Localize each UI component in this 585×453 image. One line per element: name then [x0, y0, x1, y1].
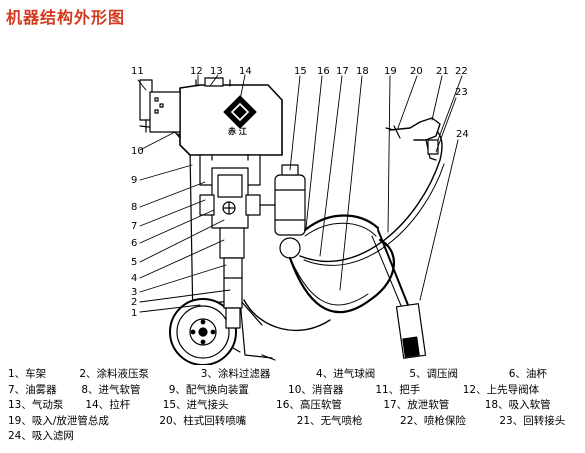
legend-item: 4、进气球阀	[316, 368, 376, 380]
air-motor-part	[149, 77, 283, 156]
machine-structure-diagram: 赤 江 11 12 13 14 15 16 17 18 19 20 21 22 …	[131, 66, 469, 365]
legend-item: 15、进气接头	[162, 399, 229, 411]
callout-8: 8	[131, 202, 137, 213]
parts-legend: 1、车架 2、涂料液压泵 3、涂料过滤器 4、进气球阀 5、调压阀 6、油杯 7…	[8, 367, 580, 445]
legend-item: 12、上先导阀体	[462, 383, 540, 396]
callout-6: 6	[131, 238, 137, 249]
legend-row: 7、油雾器 8、进气软管 9、配气换向装置 10、消音器 11、把手 12、上先…	[8, 383, 580, 399]
pump-body-part	[199, 154, 291, 329]
legend-row: 24、吸入滤网	[8, 429, 580, 445]
legend-item: 14、拉杆	[85, 399, 131, 411]
legend-item: 7、油雾器	[8, 383, 57, 396]
legend-item: 18、吸入软管	[484, 399, 551, 411]
legend-item: 16、高压软管	[276, 399, 342, 411]
callout-2: 2	[131, 297, 137, 308]
legend-item: 13、气动泵	[8, 399, 64, 411]
legend-row: 1、车架 2、涂料液压泵 3、涂料过滤器 4、进气球阀 5、调压阀 6、油杯	[8, 367, 580, 383]
legend-item: 17、放泄软管	[383, 399, 450, 411]
legend-item: 8、进气软管	[81, 383, 141, 396]
callout-9: 9	[131, 175, 137, 186]
callout-3: 3	[131, 287, 137, 298]
brand-logo	[223, 95, 257, 129]
callout-13: 13	[210, 66, 223, 77]
callout-23: 23	[455, 87, 468, 98]
legend-item: 11、把手	[375, 383, 421, 396]
callout-21: 21	[436, 66, 449, 77]
legend-item: 9、配气换向装置	[168, 383, 249, 396]
legend-item: 23、回转接头	[499, 414, 566, 427]
legend-item: 2、涂料液压泵	[79, 368, 150, 380]
hose-assembly	[243, 127, 445, 332]
callout-16: 16	[317, 66, 330, 77]
wheel-part	[169, 298, 237, 365]
callout-17: 17	[336, 66, 349, 77]
legend-item: 24、吸入滤网	[8, 430, 74, 442]
legend-row: 13、气动泵 14、拉杆 15、进气接头 16、高压软管 17、放泄软管 18、…	[8, 398, 580, 414]
callout-18: 18	[356, 66, 369, 77]
callout-19: 19	[384, 66, 397, 77]
legend-item: 3、涂料过滤器	[200, 368, 271, 380]
callout-5: 5	[131, 257, 137, 268]
legend-item: 5、调压阀	[409, 368, 459, 380]
callout-leader-lines	[137, 74, 463, 313]
legend-item: 19、吸入/放泄管总成	[8, 414, 109, 427]
legend-row: 19、吸入/放泄管总成 20、柱式回转喷嘴 21、无气喷枪 22、喷枪保险 23…	[8, 414, 580, 430]
legend-item: 22、喷枪保险	[400, 414, 466, 427]
legend-item: 1、车架	[8, 368, 47, 380]
legend-item: 21、无气喷枪	[296, 414, 363, 427]
callout-22: 22	[455, 66, 468, 77]
callout-15: 15	[294, 66, 307, 77]
callout-4: 4	[131, 273, 137, 284]
brand-text: 赤 江	[228, 126, 247, 136]
callout-12: 12	[190, 66, 203, 77]
callout-24: 24	[456, 129, 469, 140]
page-title: 机器结构外形图	[6, 8, 126, 27]
legend-item: 10、消音器	[288, 383, 344, 396]
callout-14: 14	[239, 66, 252, 77]
callout-10: 10	[131, 146, 144, 157]
spray-gun-part	[385, 117, 441, 161]
legend-item: 20、柱式回转喷嘴	[159, 414, 247, 427]
paint-filter-part	[274, 164, 306, 259]
callout-11: 11	[131, 66, 144, 77]
callout-20: 20	[410, 66, 423, 77]
callout-7: 7	[131, 221, 137, 232]
callout-1: 1	[131, 308, 137, 319]
legend-item: 6、油杯	[508, 368, 547, 380]
suction-tube-part	[371, 229, 427, 359]
